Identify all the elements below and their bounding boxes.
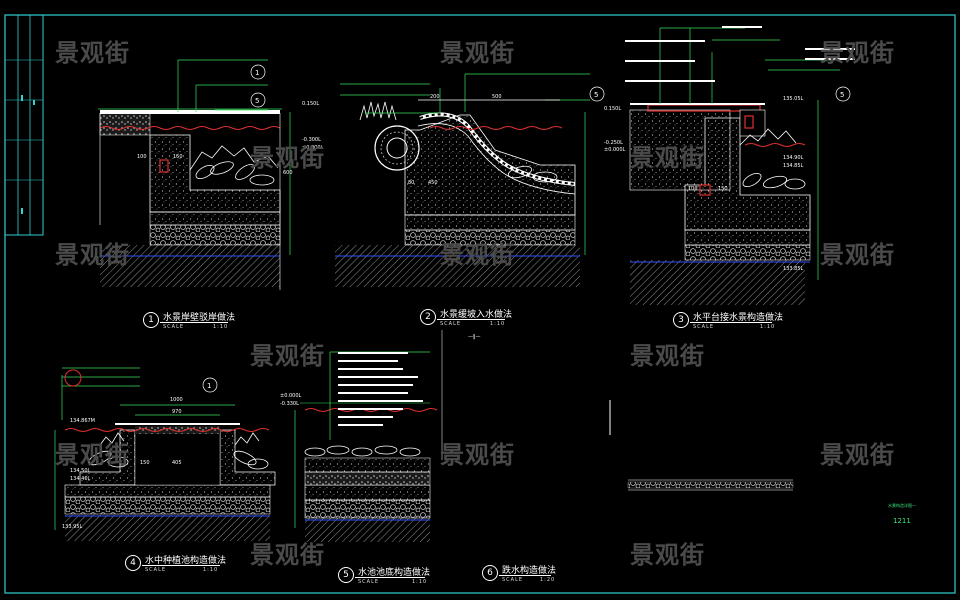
svg-text:1: 1 <box>255 69 259 77</box>
d4-dim-c: 150 <box>140 460 150 466</box>
detail-5-number: 5 <box>338 567 354 583</box>
detail-2-underline <box>437 319 505 320</box>
detail-1-title: 水景岸壁驳岸做法 <box>163 313 236 323</box>
watermark: 景观街 <box>55 241 130 269</box>
watermark: 景观街 <box>630 342 705 370</box>
svg-text:5: 5 <box>840 91 844 99</box>
sheet-name: 水景构造详图一 <box>888 503 916 508</box>
detail-5-underline <box>355 577 425 578</box>
detail-6-band <box>627 481 794 489</box>
d2-elev-c: ±0.000L <box>604 147 626 153</box>
d5-elev-a: ±0.000L <box>280 393 302 399</box>
sheet-number: 1211 <box>893 517 911 525</box>
d2-elev-b: -0.250L <box>604 140 623 146</box>
d3-dim-a: 100 <box>688 186 698 192</box>
detail-1-underline <box>160 322 228 323</box>
watermark: 景观街 <box>630 144 705 172</box>
d4-elev-d: 133.95L <box>62 524 83 530</box>
detail-3-drawing: 5 <box>625 26 855 305</box>
d1-dim-b: 150 <box>173 154 183 160</box>
d1-elev-a: 0.150L <box>302 101 320 107</box>
detail-6-scale: 1:20 <box>540 577 556 583</box>
d1-dim-c: 600 <box>283 170 293 176</box>
detail-1-scale-label: SCALE <box>163 324 185 330</box>
d2-dim-c: 80 <box>408 180 415 186</box>
detail-5-scale-label: SCALE <box>358 579 380 585</box>
title-strip <box>4 14 44 236</box>
d1-dim-a: 100 <box>137 154 147 160</box>
d2-elev-a: 0.150L <box>604 106 622 112</box>
watermark: 景观街 <box>250 342 325 370</box>
d2-dim-a: 200 <box>430 94 440 100</box>
detail-4-scale-label: SCALE <box>145 567 167 573</box>
watermark: 景观街 <box>55 39 130 67</box>
detail-3-title: 水平台接水景构造做法 <box>693 313 784 323</box>
watermark: 景观街 <box>820 441 895 469</box>
d2-dim-d: 450 <box>428 180 438 186</box>
detail-2-title: 水景缓坡入水做法 <box>440 310 513 320</box>
detail-4-underline <box>142 565 220 566</box>
detail-1-number: 1 <box>143 312 159 328</box>
d4-elev-c: 134.40L <box>70 476 91 482</box>
sheet-border <box>4 14 956 594</box>
detail-6-number: 6 <box>482 565 498 581</box>
d2-dim-b: 500 <box>492 94 502 100</box>
watermark: 景观街 <box>820 241 895 269</box>
detail-2-drawing: 5 <box>335 73 605 287</box>
d4-dim-b: 970 <box>172 409 182 415</box>
detail-3-scale: 1:10 <box>760 324 776 330</box>
detail-3-scale-label: SCALE <box>693 324 715 330</box>
detail-2-number: 2 <box>420 309 436 325</box>
detail-2-scale: 1:10 <box>490 321 506 327</box>
d3-elev-d: 133.85L <box>783 266 804 272</box>
detail-6-underline <box>499 575 551 576</box>
watermark: 景观街 <box>440 441 515 469</box>
detail-6-title: 跌水构造做法 <box>502 566 557 576</box>
svg-text:1: 1 <box>207 382 211 390</box>
detail-3-number: 3 <box>673 312 689 328</box>
d1-elev-c: ±0.000L <box>302 145 324 151</box>
d4-dim-a: 1000 <box>170 397 183 403</box>
detail-4-number: 4 <box>125 555 141 571</box>
d4-dim-d: 405 <box>172 460 182 466</box>
watermark: 景观街 <box>250 541 325 569</box>
detail-5-scale: 1:10 <box>412 579 428 585</box>
detail-2-scale-label: SCALE <box>440 321 462 327</box>
d5-elev-b: -0.330L <box>280 401 299 407</box>
watermark: 景观街 <box>440 39 515 67</box>
svg-text:5: 5 <box>255 97 259 105</box>
watermark: 景观街 <box>820 39 895 67</box>
detail-4-scale: 1:10 <box>203 567 219 573</box>
d3-elev-b: 134.90L <box>783 155 804 161</box>
detail-6-scale-label: SCALE <box>502 577 524 583</box>
svg-text:—‖—: —‖— <box>468 334 481 340</box>
detail-4-drawing: 1 <box>54 367 276 541</box>
detail-5-drawing: —‖— <box>294 330 481 542</box>
d3-dim-b: 150 <box>718 186 728 192</box>
detail-1-scale: 1:10 <box>213 324 229 330</box>
d3-elev-c: 134.85L <box>783 163 804 169</box>
detail-1-drawing: 1 5 <box>98 59 291 290</box>
watermark: 景观街 <box>630 541 705 569</box>
detail-3-underline <box>690 322 772 323</box>
detail-4-title: 水中种植池构造做法 <box>145 556 227 566</box>
watermark: 景观街 <box>440 241 515 269</box>
d4-elev-a: 134.867M <box>70 418 95 424</box>
watermark: 景观街 <box>250 144 325 172</box>
watermark: 景观街 <box>55 441 130 469</box>
svg-text:5: 5 <box>594 91 598 99</box>
d3-elev-a: 135.05L <box>783 96 804 102</box>
d4-elev-b: 134.50L <box>70 468 91 474</box>
detail-5-title: 水池池底构造做法 <box>358 568 431 578</box>
d1-elev-b: -0.300L <box>302 137 321 143</box>
